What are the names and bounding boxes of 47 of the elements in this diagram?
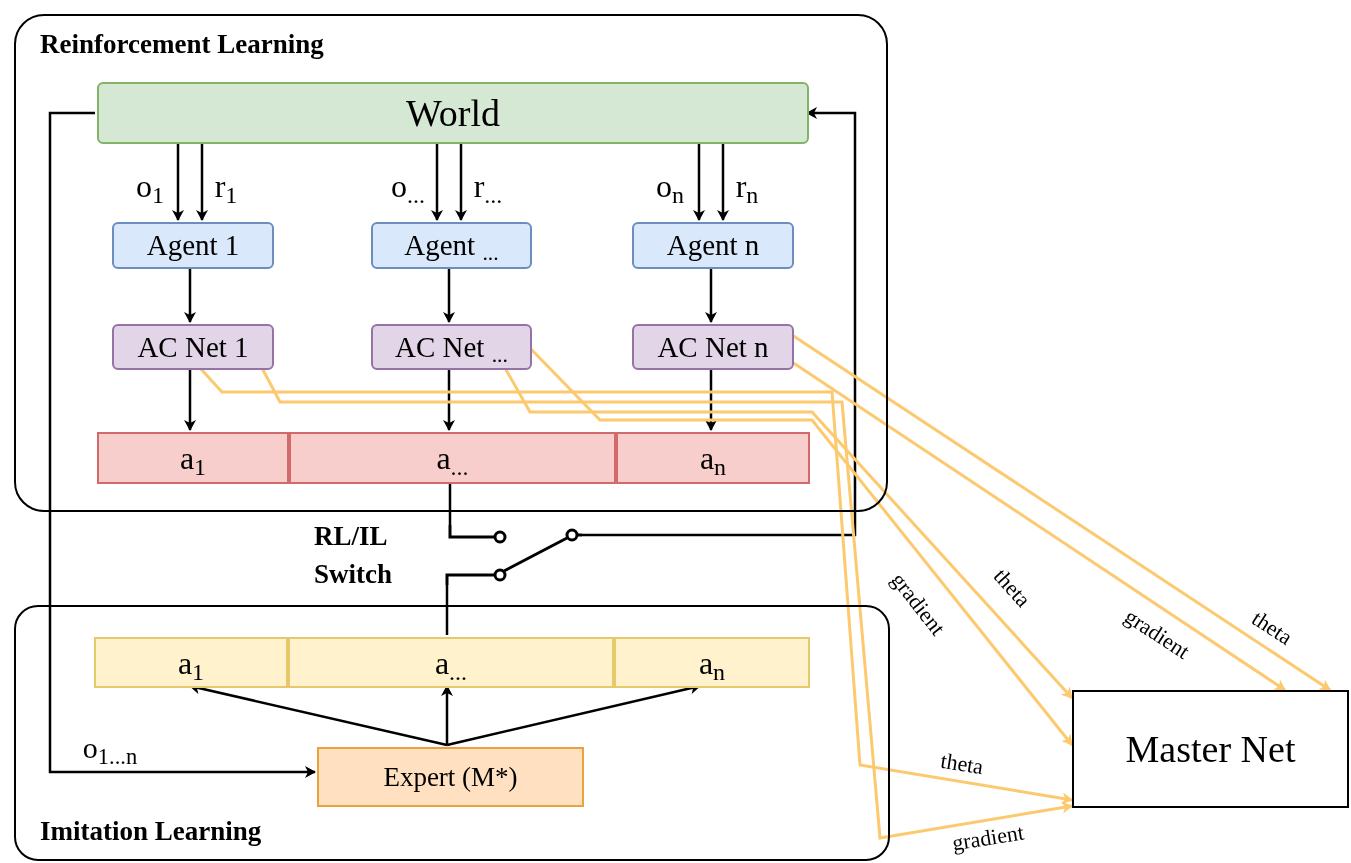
container-panel	[14, 14, 888, 512]
agent-box: Agent 1	[112, 222, 274, 269]
connector-line	[448, 482, 452, 525]
edge-label: r$_{...}$	[473, 170, 503, 202]
arrow	[717, 142, 729, 221]
agent-box: Agent $_{...}$	[371, 222, 532, 269]
action-cell: a$_{1}$	[97, 432, 289, 484]
action-cell: a$_{...}$	[289, 432, 616, 484]
agent-box: Agent n	[632, 222, 794, 269]
arrow	[184, 368, 196, 431]
edge-label: r$_{n}$	[735, 170, 759, 202]
network-box: AC Net n	[632, 324, 794, 370]
edge-label: r$_{1}$	[214, 170, 238, 202]
arrow	[443, 267, 455, 323]
arrow	[431, 142, 443, 221]
arrow	[443, 368, 455, 431]
arrow	[48, 111, 316, 778]
action-cell: a$_{...}$	[288, 637, 614, 688]
action-cell: a$_{n}$	[614, 637, 810, 688]
action-cell: a$_{n}$	[616, 432, 810, 484]
expert-box: Expert (M*)	[317, 747, 584, 807]
container-panel	[14, 605, 890, 861]
connector-line	[445, 585, 449, 635]
arrow	[582, 107, 857, 537]
arrow	[503, 367, 1074, 699]
edge-label: theta	[939, 749, 985, 779]
arrow	[172, 142, 184, 221]
network-box: AC Net $_{...}$	[371, 324, 532, 370]
action-cell: a$_{1}$	[94, 637, 288, 688]
edge-label: o$_{...}$	[391, 170, 425, 202]
arrow	[705, 368, 717, 431]
arrow	[184, 267, 196, 323]
edge-label: o$_{n}$	[656, 170, 684, 202]
edge-label: o$_{1...n}$	[82, 733, 138, 763]
panel-title: Imitation Learning	[40, 814, 262, 848]
arrow	[455, 142, 467, 221]
network-box: AC Net 1	[112, 324, 274, 370]
arrow	[693, 142, 705, 221]
edge-label: gradient	[950, 821, 1026, 855]
edge-label: o$_{1}$	[136, 170, 164, 202]
master-box: Master Net	[1072, 690, 1349, 808]
world-box: World	[97, 82, 809, 144]
panel-title: Reinforcement Learning	[40, 28, 324, 61]
arrow	[705, 267, 717, 323]
arrow	[196, 142, 208, 221]
switch-label: RL/IL Switch	[314, 520, 393, 591]
edge-label: theta	[1248, 607, 1296, 649]
